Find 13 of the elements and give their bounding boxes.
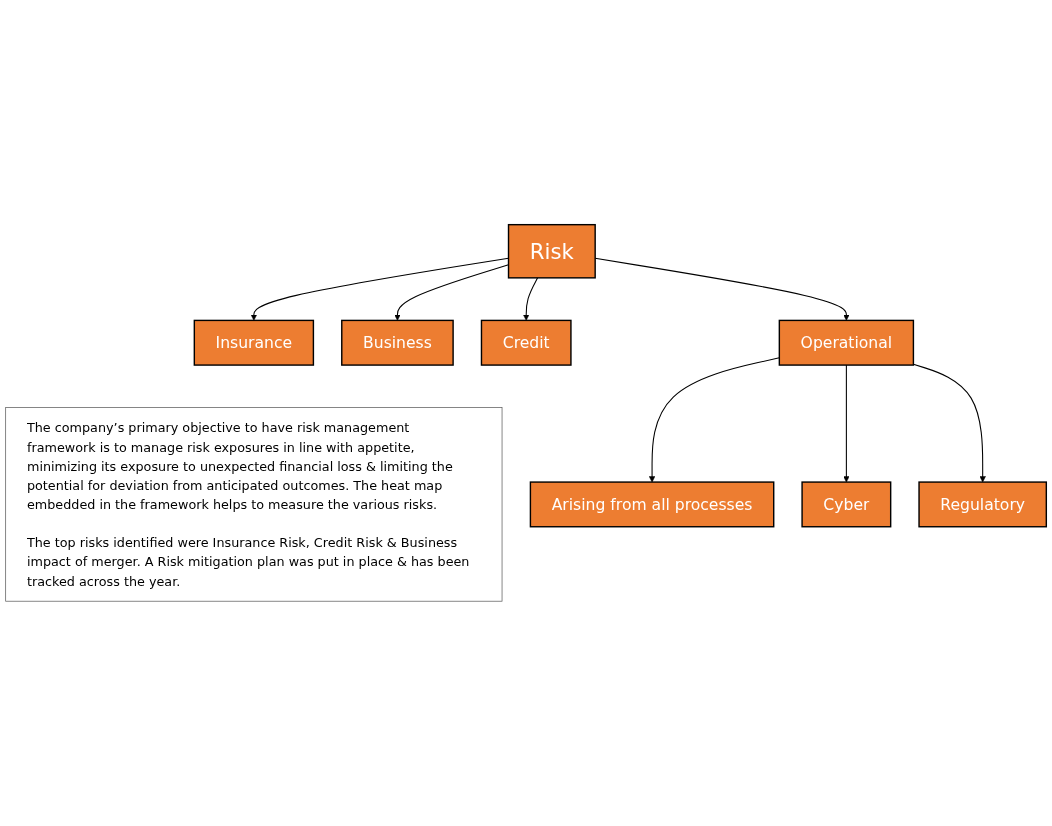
node-box: Arising from all processes [529, 481, 775, 528]
arrow [648, 357, 780, 483]
node-box: Regulatory [918, 481, 1048, 528]
node-box: Credit [480, 319, 572, 366]
arrow [523, 277, 539, 321]
node-box: Operational [778, 319, 915, 366]
node-box: Cyber [801, 481, 892, 528]
node-box: Risk [507, 224, 596, 279]
arrow [843, 364, 850, 483]
node-box: Insurance [193, 319, 315, 366]
node-box: Business [341, 319, 454, 366]
arrow [912, 363, 986, 483]
node-box: The company’s primary objective to have risk management framework is to manage risk exposures in line with appetite, minimizing its exposure to unexpected financial loss & limiting the potential for deviation from anticipated outcomes. The heat map embedded in the framework helps to measure the various risks. The top risks identified were Insurance Risk, Credit Risk & Business impact of merger. A Risk mitigation plan was put in place & has been tracked across the year. [5, 407, 503, 602]
